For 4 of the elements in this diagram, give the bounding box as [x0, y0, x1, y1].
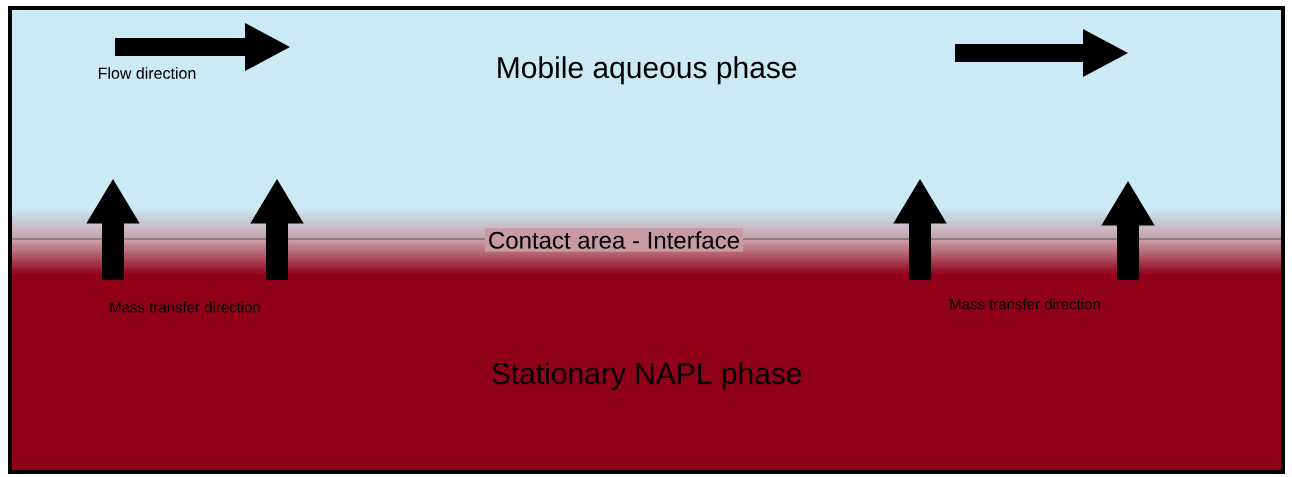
- interface-label: Contact area - Interface: [484, 228, 744, 252]
- arrow-label: Mass transfer direction: [110, 301, 260, 313]
- arrow-label: Flow direction: [98, 67, 196, 79]
- arrow-label: Mass transfer direction: [950, 298, 1100, 310]
